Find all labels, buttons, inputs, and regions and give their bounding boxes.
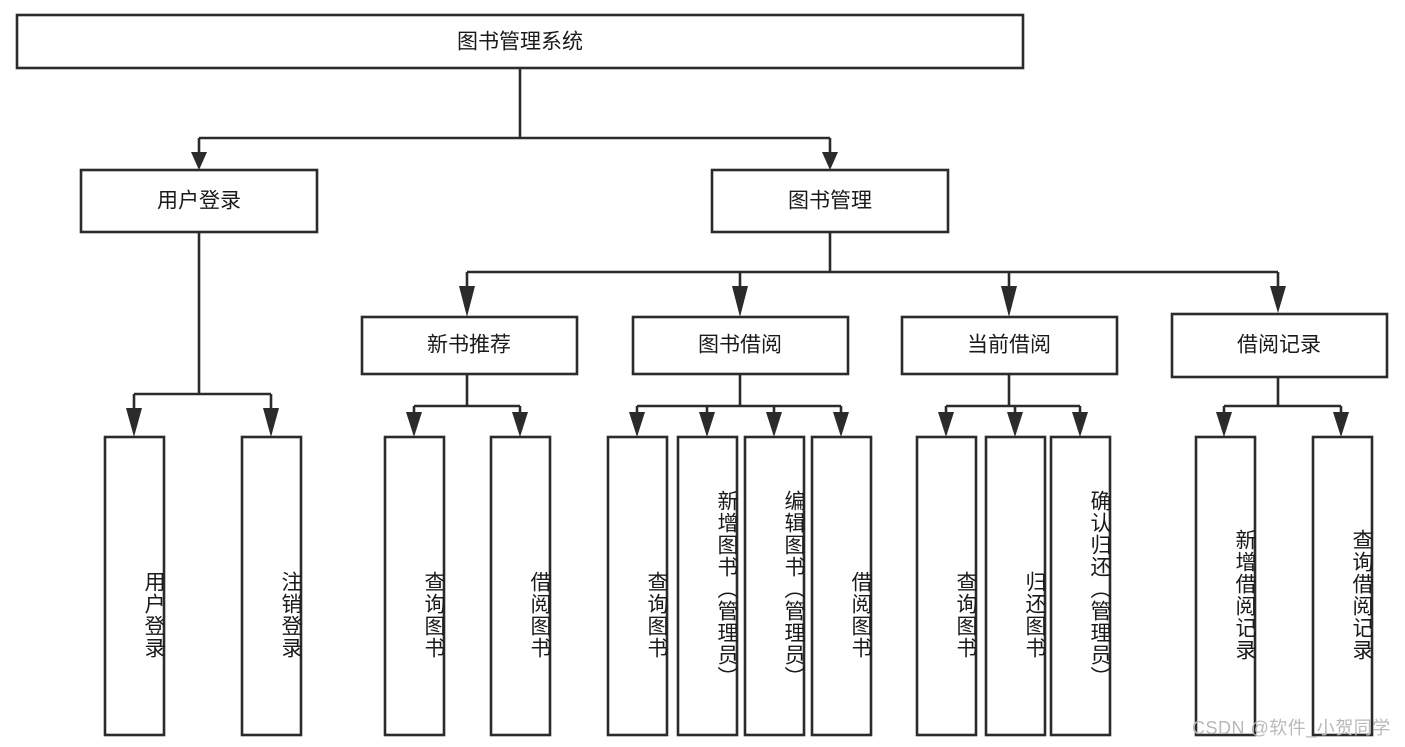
arrow-to-user-login — [191, 152, 207, 170]
node-book-borrow[interactable]: 图书借阅 — [631, 315, 850, 376]
node-book-manage-box[interactable] — [710, 168, 950, 234]
node-root-box[interactable] — [15, 13, 1025, 70]
node-leaf-query-book-1-box[interactable] — [383, 435, 446, 737]
arrow-to-leaf-edit-book — [766, 412, 782, 437]
node-leaf-edit-book-box[interactable] — [743, 435, 806, 737]
node-root-label: 图书管理系统 — [457, 31, 583, 54]
arrow-to-leaf-borrow-book-1 — [512, 412, 528, 437]
node-borrow-record[interactable]: 借阅记录 — [1170, 312, 1389, 379]
connectors-group — [126, 68, 1349, 437]
arrow-to-leaf-add-book — [699, 412, 715, 437]
node-current-borrow[interactable]: 当前借阅 — [900, 315, 1119, 376]
node-new-book-rec-box[interactable] — [360, 315, 579, 376]
arrow-to-book-borrow — [732, 286, 748, 317]
node-new-book-rec[interactable]: 新书推荐 — [360, 315, 579, 376]
arrow-to-leaf-user-login — [126, 408, 142, 437]
node-book-borrow-label: 图书借阅 — [698, 334, 782, 357]
arrow-to-leaf-borrow-book-2 — [833, 412, 849, 437]
node-leaf-query-book-3-box[interactable] — [915, 435, 978, 737]
arrow-to-leaf-logout — [263, 408, 279, 437]
node-book-borrow-box[interactable] — [631, 315, 850, 376]
arrow-to-leaf-query-record — [1333, 412, 1349, 437]
node-current-borrow-box[interactable] — [900, 315, 1119, 376]
arrow-to-book-manage — [822, 152, 838, 170]
node-new-book-rec-label: 新书推荐 — [427, 334, 511, 357]
node-leaf-return-book-box[interactable] — [984, 435, 1047, 737]
node-leaf-borrow-book-1-box[interactable] — [489, 435, 552, 737]
node-current-borrow-label: 当前借阅 — [967, 334, 1051, 357]
node-borrow-record-box[interactable] — [1170, 312, 1389, 379]
arrow-to-leaf-query-book-3 — [938, 412, 954, 437]
arrow-to-leaf-query-book-1 — [406, 412, 422, 437]
arrow-to-new-book-rec — [459, 286, 475, 317]
arrow-to-leaf-add-record — [1216, 412, 1232, 437]
arrow-to-borrow-record — [1270, 286, 1286, 313]
node-book-manage-label: 图书管理 — [788, 190, 872, 213]
node-user-login[interactable]: 用户登录 — [79, 168, 319, 234]
arrow-to-leaf-query-book-2 — [629, 412, 645, 437]
arrow-to-leaf-return-book — [1007, 412, 1023, 437]
csdn-watermark: CSDN @软件_小贺同学 — [1192, 718, 1391, 738]
node-leaf-add-book-box[interactable] — [676, 435, 739, 737]
node-leaf-confirm-return-box[interactable] — [1049, 435, 1112, 737]
node-root[interactable]: 图书管理系统 — [15, 13, 1025, 70]
arrow-to-leaf-confirm-return — [1072, 412, 1088, 437]
node-leaf-borrow-book-2-box[interactable] — [810, 435, 873, 737]
node-borrow-record-label: 借阅记录 — [1237, 334, 1321, 357]
node-book-manage[interactable]: 图书管理 — [710, 168, 950, 234]
node-user-login-box[interactable] — [79, 168, 319, 234]
node-leaf-query-record-box[interactable] — [1311, 435, 1374, 737]
leaf-boxes-group — [103, 435, 1374, 737]
node-leaf-user-login-box[interactable] — [103, 435, 166, 737]
node-user-login-label: 用户登录 — [157, 190, 241, 213]
node-leaf-query-book-2-box[interactable] — [606, 435, 669, 737]
node-leaf-add-record-box[interactable] — [1194, 435, 1257, 737]
node-leaf-logout-box[interactable] — [240, 435, 303, 737]
arrow-to-current-borrow — [1001, 286, 1017, 317]
